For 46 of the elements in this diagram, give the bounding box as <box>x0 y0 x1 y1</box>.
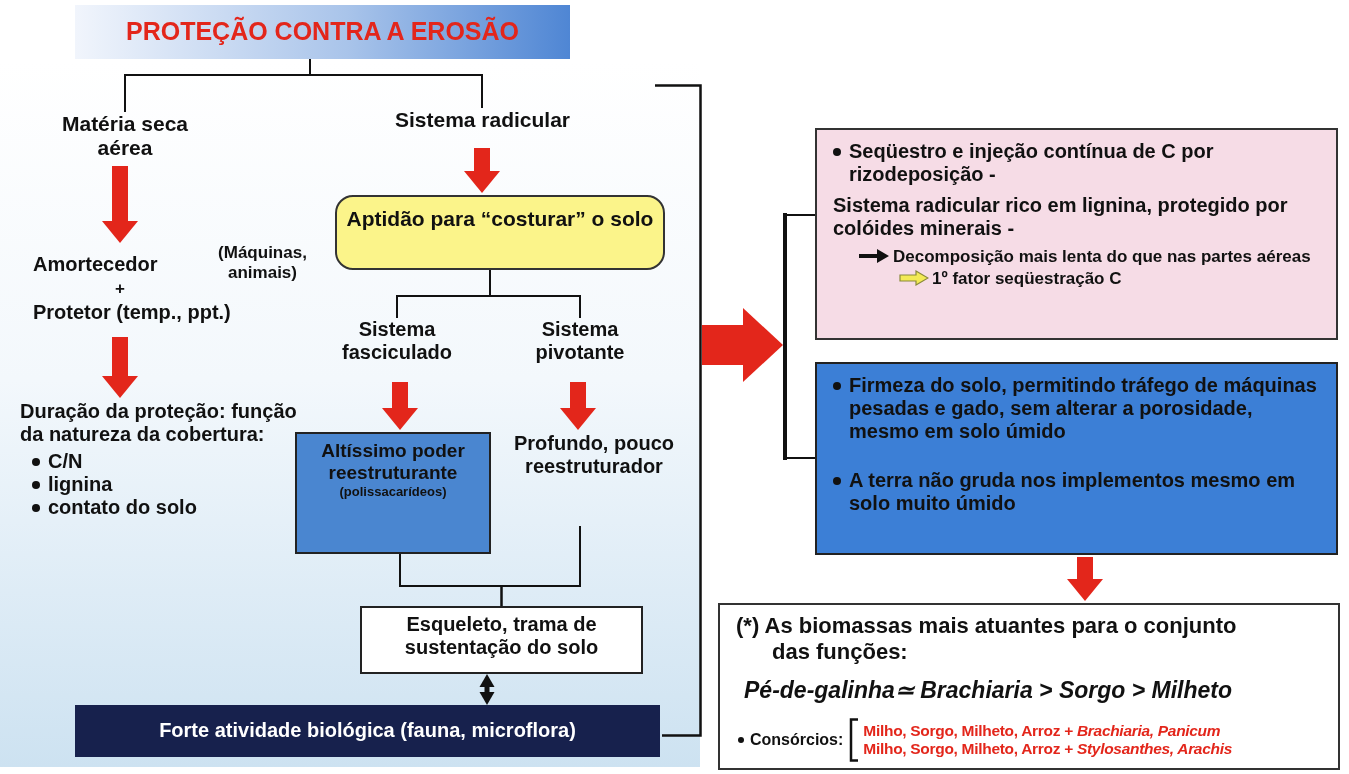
dark-band: Forte atividade biológica (fauna, microflora) <box>75 705 660 757</box>
flow-text: Sistema pivotante <box>505 318 655 380</box>
info-text: 1º fator seqüestração C <box>932 269 1122 289</box>
bullet-text: Seqüestro e injeção contínua de C por rizodeposição - <box>849 140 1215 186</box>
species-text: Milho, Sorgo, Milheto, Arroz + Brachiaria, Panicum <box>863 722 1222 740</box>
note-text: Consórcios: <box>750 731 844 749</box>
list-item: C/N <box>48 450 83 473</box>
list-item: lignina <box>48 473 113 496</box>
box-text: Altíssimo poder reestruturante <box>320 440 466 484</box>
arrow <box>1067 557 1103 601</box>
flow-text: + <box>115 279 125 299</box>
info-box <box>815 128 1338 340</box>
flow-text: Sistema radicular <box>355 108 610 138</box>
note-box <box>718 603 1340 770</box>
title-banner: PROTEÇÃO CONTRA A EROSÃO <box>75 5 570 59</box>
arrow <box>702 308 783 382</box>
note-text: Pé-de-galinha≃ Brachiaria > Sorgo > Milheto <box>744 677 1234 704</box>
flow-text: Protetor (temp., ppt.) <box>33 301 231 324</box>
arrow <box>479 674 495 705</box>
info-box <box>815 362 1338 555</box>
bullet-text: Firmeza do solo, permitindo tráfego de máquinas pesadas e gado, sem alterar a porosidade, mesmo em solo úmido <box>849 374 1318 443</box>
flow-text: Matéria seca aérea <box>50 112 200 166</box>
side-note: (Máquinas, animais) <box>217 243 308 283</box>
process-box: Esqueleto, trama de sustentação do solo <box>360 606 643 674</box>
flow-text: Profundo, pouco reestruturador <box>494 432 694 526</box>
flow-text: Duração da proteção: função da natureza da cobertura: <box>20 400 298 446</box>
species-text: Milho, Sorgo, Milheto, Arroz + Stylosanthes, Arachis <box>863 740 1232 758</box>
flow-text: Amortecedor <box>33 253 158 276</box>
arrow <box>102 166 138 243</box>
connector-line <box>786 214 816 216</box>
process-box <box>295 432 491 554</box>
box-text: (polissacarídeos) <box>338 484 448 499</box>
info-text: Sistema radicular rico em lignina, protegido por colóides minerais - <box>833 194 1289 240</box>
arrow <box>464 148 500 193</box>
connector-line <box>489 269 581 319</box>
arrow <box>560 382 596 430</box>
note-text: (*) As biomassas mais atuantes para o conjunto das funções: <box>736 613 1238 665</box>
arrow <box>382 382 418 430</box>
flow-text: Sistema fasciculado <box>322 318 472 380</box>
connector-line <box>500 525 581 607</box>
arrow <box>102 337 138 398</box>
info-text: Decomposição mais lenta do que nas partes aéreas <box>893 247 1311 266</box>
list-item: contato do solo <box>48 496 197 519</box>
connector-line <box>786 457 816 459</box>
bullet-text: A terra não gruda nos implementos mesmo em solo muito úmido <box>849 469 1297 515</box>
rounded-box: Aptidão para “costurar” o solo <box>335 195 665 270</box>
